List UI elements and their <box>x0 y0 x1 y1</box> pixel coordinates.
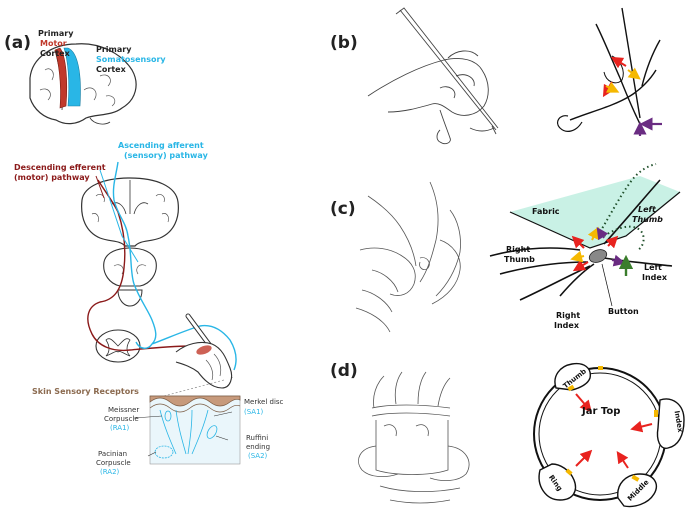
left-index-label-2: Index <box>642 273 668 282</box>
pacinian-label-1: Pacinian <box>98 450 127 458</box>
left-thumb-label-2: Thumb <box>632 215 663 224</box>
ascending-sensory-pathway <box>112 161 237 371</box>
button-label: Button <box>608 307 639 316</box>
left-index-label-1: Left <box>644 263 662 272</box>
meissner-label-1: Meissner <box>108 406 139 414</box>
motor-cortex-label-1: Primary <box>38 29 74 38</box>
meissner-code: (RA1) <box>110 424 130 432</box>
pacinian-code: (RA2) <box>100 468 120 476</box>
merkel-label: Merkel disc <box>244 398 284 406</box>
fabric-region <box>510 176 680 248</box>
panel-a-label: (a) <box>4 33 31 53</box>
somatosensory-cortex-region <box>63 47 81 107</box>
buttoning-hands-sketch <box>355 181 461 333</box>
buttoning-force-schematic <box>489 163 681 301</box>
brainstem <box>103 247 157 307</box>
ascending-pathway-label-1: Ascending afferent <box>118 141 204 150</box>
thumb-pad <box>554 362 591 391</box>
panel-c: (c) Fabric Left <box>330 163 681 333</box>
middle-pad <box>617 473 658 508</box>
meissner-label-2: Corpuscle <box>104 415 139 423</box>
panel-c-label: (c) <box>330 199 356 219</box>
jar-top-label: Jar Top <box>581 406 620 417</box>
ruffini-label-2: ending <box>246 443 270 451</box>
motor-cortex-label-2: Motor <box>40 39 67 48</box>
jar-hand-sketch <box>358 371 470 504</box>
panel-d: (d) <box>330 361 685 508</box>
index-pad <box>656 398 685 449</box>
brain-illustration <box>29 43 137 125</box>
descending-pathway-label-2: (motor) pathway <box>14 173 90 182</box>
right-index-label-1: Right <box>556 311 580 320</box>
hand-with-pen-a <box>175 313 233 389</box>
somato-cortex-label-2: Somatosensory <box>96 55 166 64</box>
skin-cross-section <box>149 395 241 465</box>
panel-b-label: (b) <box>330 33 358 53</box>
pacinian-label-2: Corpuscle <box>96 459 131 467</box>
left-thumb-label-1: Left <box>638 205 657 214</box>
writing-force-schematic <box>556 7 662 136</box>
panel-b: (b) <box>330 7 662 145</box>
ascending-pathway-label-2: (sensory) pathway <box>124 151 209 160</box>
right-index-label-2: Index <box>554 321 580 330</box>
brain-coronal-section <box>81 177 179 247</box>
button-shape <box>588 249 608 263</box>
skin-receptors-title: Skin Sensory Receptors <box>32 387 139 396</box>
index-label: Index <box>673 410 685 433</box>
panel-d-label: (d) <box>330 361 358 381</box>
descending-pathway-label-1: Descending efferent <box>14 163 106 172</box>
merkel-code: (SA1) <box>244 408 264 416</box>
fabric-label: Fabric <box>532 207 560 216</box>
ruffini-label-1: Ruffini <box>246 434 268 442</box>
writing-hand-sketch <box>367 7 499 145</box>
ruffini-code: (SA2) <box>248 452 268 460</box>
panel-a: (a) Primary Motor Cortex Primary Somatos… <box>4 29 284 476</box>
somato-cortex-label-3: Cortex <box>96 65 127 74</box>
jar-top-schematic <box>533 362 685 508</box>
motor-cortex-label-3: Cortex <box>40 49 71 58</box>
right-thumb-label-1: Right <box>506 245 530 254</box>
somato-cortex-label-1: Primary <box>96 45 132 54</box>
spinal-cord-section <box>95 329 141 363</box>
ring-pad <box>538 463 577 501</box>
motor-cortex-region <box>54 47 68 109</box>
right-thumb-label-2: Thumb <box>504 255 535 264</box>
